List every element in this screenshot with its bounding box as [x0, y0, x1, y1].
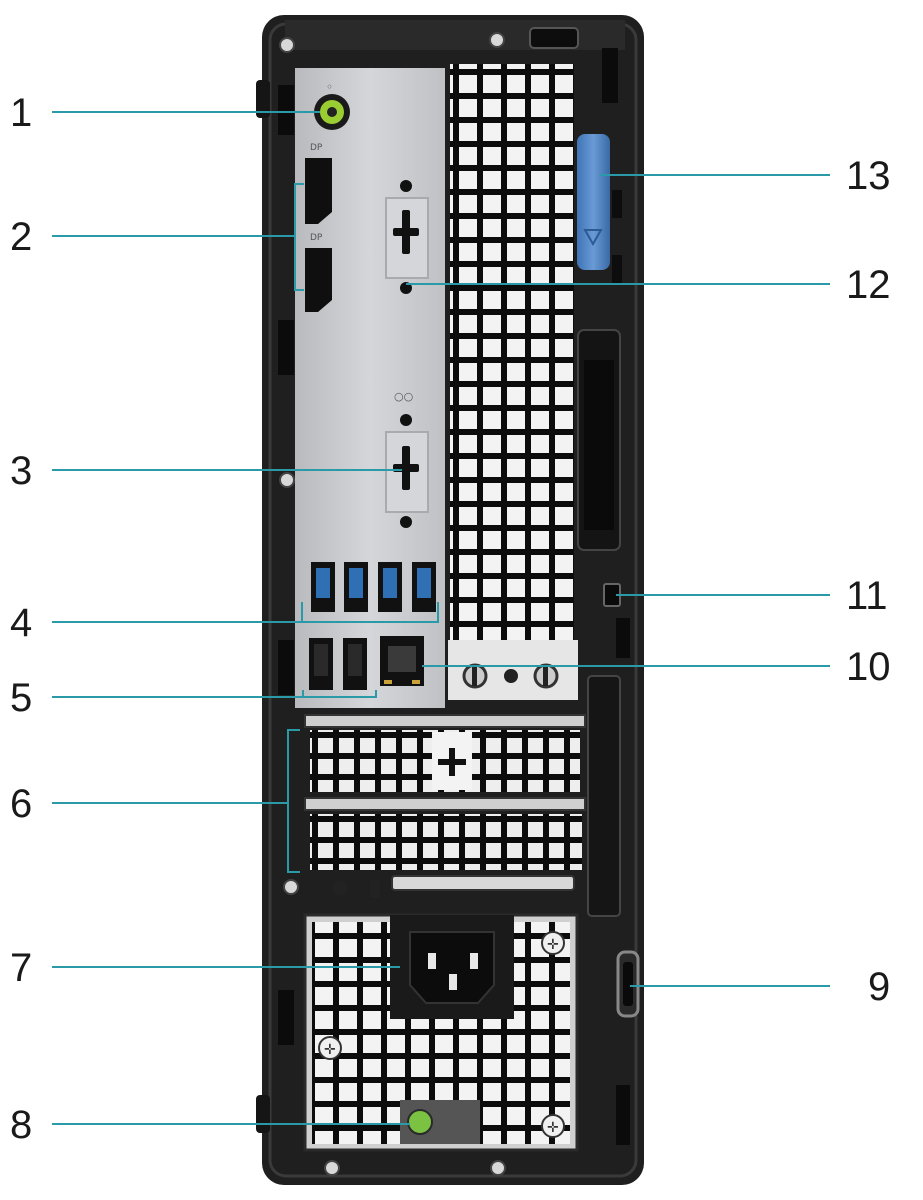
displayport-upper [305, 158, 332, 224]
callout-13: 13 [846, 154, 891, 198]
network-port [380, 636, 424, 686]
displayport-ports: DP DP [305, 143, 332, 312]
audio-port-symbol: ◦ [326, 80, 333, 94]
callout-9: 9 [868, 965, 890, 1009]
callout-1: 1 [10, 91, 32, 135]
power-pin-left [428, 953, 436, 969]
psu-screw-left-mark: ✛ [324, 1042, 336, 1058]
callout-4: 4 [10, 601, 32, 645]
power-connector [390, 915, 514, 1019]
callout-numbers: 1 2 3 4 5 6 7 8 9 10 11 12 13 [10, 91, 891, 1147]
callout-11: 11 [846, 574, 888, 618]
diagnostic-light-led [407, 1109, 433, 1135]
leader-bracket-2 [294, 183, 304, 291]
left-side-tab-2 [256, 1095, 270, 1133]
right-small-tab-1 [612, 190, 622, 218]
leader-bracket-5 [302, 690, 377, 698]
audio-port-hole [327, 107, 337, 117]
network-port-opening [388, 646, 416, 672]
upper-slot-connector-h [393, 228, 419, 236]
expansion-bracket-bottom [391, 875, 575, 891]
release-latch [577, 134, 610, 270]
power-pin-ground [449, 974, 457, 990]
antenna-hole-mid [504, 669, 518, 683]
antenna-connector-holes [448, 640, 578, 700]
power-supply-diagnostic-light [400, 1100, 480, 1144]
lower-side-handle [587, 675, 621, 917]
antenna-hole-right-slot [543, 666, 548, 686]
left-side-tab-1 [256, 80, 270, 118]
optional-port-slot-lower: ○○ [385, 390, 429, 528]
psu-screw-top-right-mark: ✛ [547, 937, 559, 953]
callout-12: 12 [846, 263, 891, 307]
callout-10: 10 [846, 645, 891, 689]
lower-slot-screw-bottom [400, 516, 412, 528]
expansion-bracket-top [304, 714, 586, 728]
leader-lines [52, 111, 830, 1125]
callout-3: 3 [10, 449, 32, 493]
top-handle-slot [529, 27, 579, 49]
screw-top-left [279, 37, 295, 53]
screw-left-lower [283, 879, 299, 895]
right-slot-bottom [616, 1085, 630, 1145]
screw-bottom-left [324, 1160, 340, 1176]
upper-slot-screw-top [400, 180, 412, 192]
expansion-small-tab [370, 880, 380, 898]
expansion-bracket-mid [304, 797, 586, 811]
right-slot-top [602, 48, 618, 103]
usb-3-ports [311, 562, 436, 612]
displayport-label-lower: DP [310, 233, 323, 243]
right-column-parts [577, 48, 640, 1145]
expansion-slot-1-cross-h [438, 759, 466, 765]
lower-slot-screw-top [400, 414, 412, 426]
callout-6: 6 [10, 782, 32, 826]
psu-screw-left [318, 1036, 342, 1060]
callout-5: 5 [10, 676, 32, 720]
right-small-tab-2 [612, 255, 622, 283]
usb-2-ports [309, 638, 367, 690]
usb-3-port-2-tongue [349, 568, 363, 598]
release-latch-arrow [583, 229, 603, 247]
screw-bottom-right [490, 1160, 506, 1176]
network-port-led-right [412, 680, 420, 684]
left-slot-3 [278, 640, 294, 695]
usb-3-port-4-tongue [417, 568, 431, 598]
expansion-card-slots [304, 714, 586, 898]
usb-3-port-3-tongue [383, 568, 397, 598]
psu-screw-top-right [541, 931, 565, 955]
power-connector-socket [409, 931, 495, 1004]
psu-screw-bottom-right-mark: ✛ [547, 1120, 559, 1136]
psu-screw-bottom-right [541, 1114, 565, 1138]
screw-top-middle [489, 32, 505, 48]
antenna-hole-left-slot [472, 666, 477, 686]
callout-8: 8 [10, 1103, 32, 1147]
network-port-led-left [384, 680, 392, 684]
expansion-slot-2 [310, 814, 582, 870]
displayport-label-upper: DP [310, 143, 323, 153]
lower-slot-symbol: ○○ [394, 390, 413, 403]
right-slot-mid [616, 618, 630, 658]
displayport-lower [305, 248, 332, 312]
left-slot-4 [278, 990, 294, 1045]
side-handle-inner [584, 360, 614, 530]
callout-7: 7 [10, 946, 32, 990]
usb-2-port-2-tongue [348, 644, 362, 676]
usb-3-port-1-tongue [316, 568, 330, 598]
callout-2: 2 [10, 215, 32, 259]
top-vent-grille [450, 64, 574, 640]
screw-left-middle [279, 472, 295, 488]
usb-2-port-1-tongue [314, 644, 328, 676]
left-slot-1 [278, 85, 294, 135]
left-slot-2 [278, 320, 294, 375]
padlock-ring-inner [623, 962, 633, 1006]
power-pin-right [470, 953, 478, 969]
leader-bracket-6 [287, 729, 300, 873]
leader-bracket-4 [301, 602, 439, 623]
expansion-screw [332, 880, 348, 896]
audio-line-out-port: ◦ [314, 80, 350, 130]
optional-port-slot-upper [385, 180, 429, 294]
